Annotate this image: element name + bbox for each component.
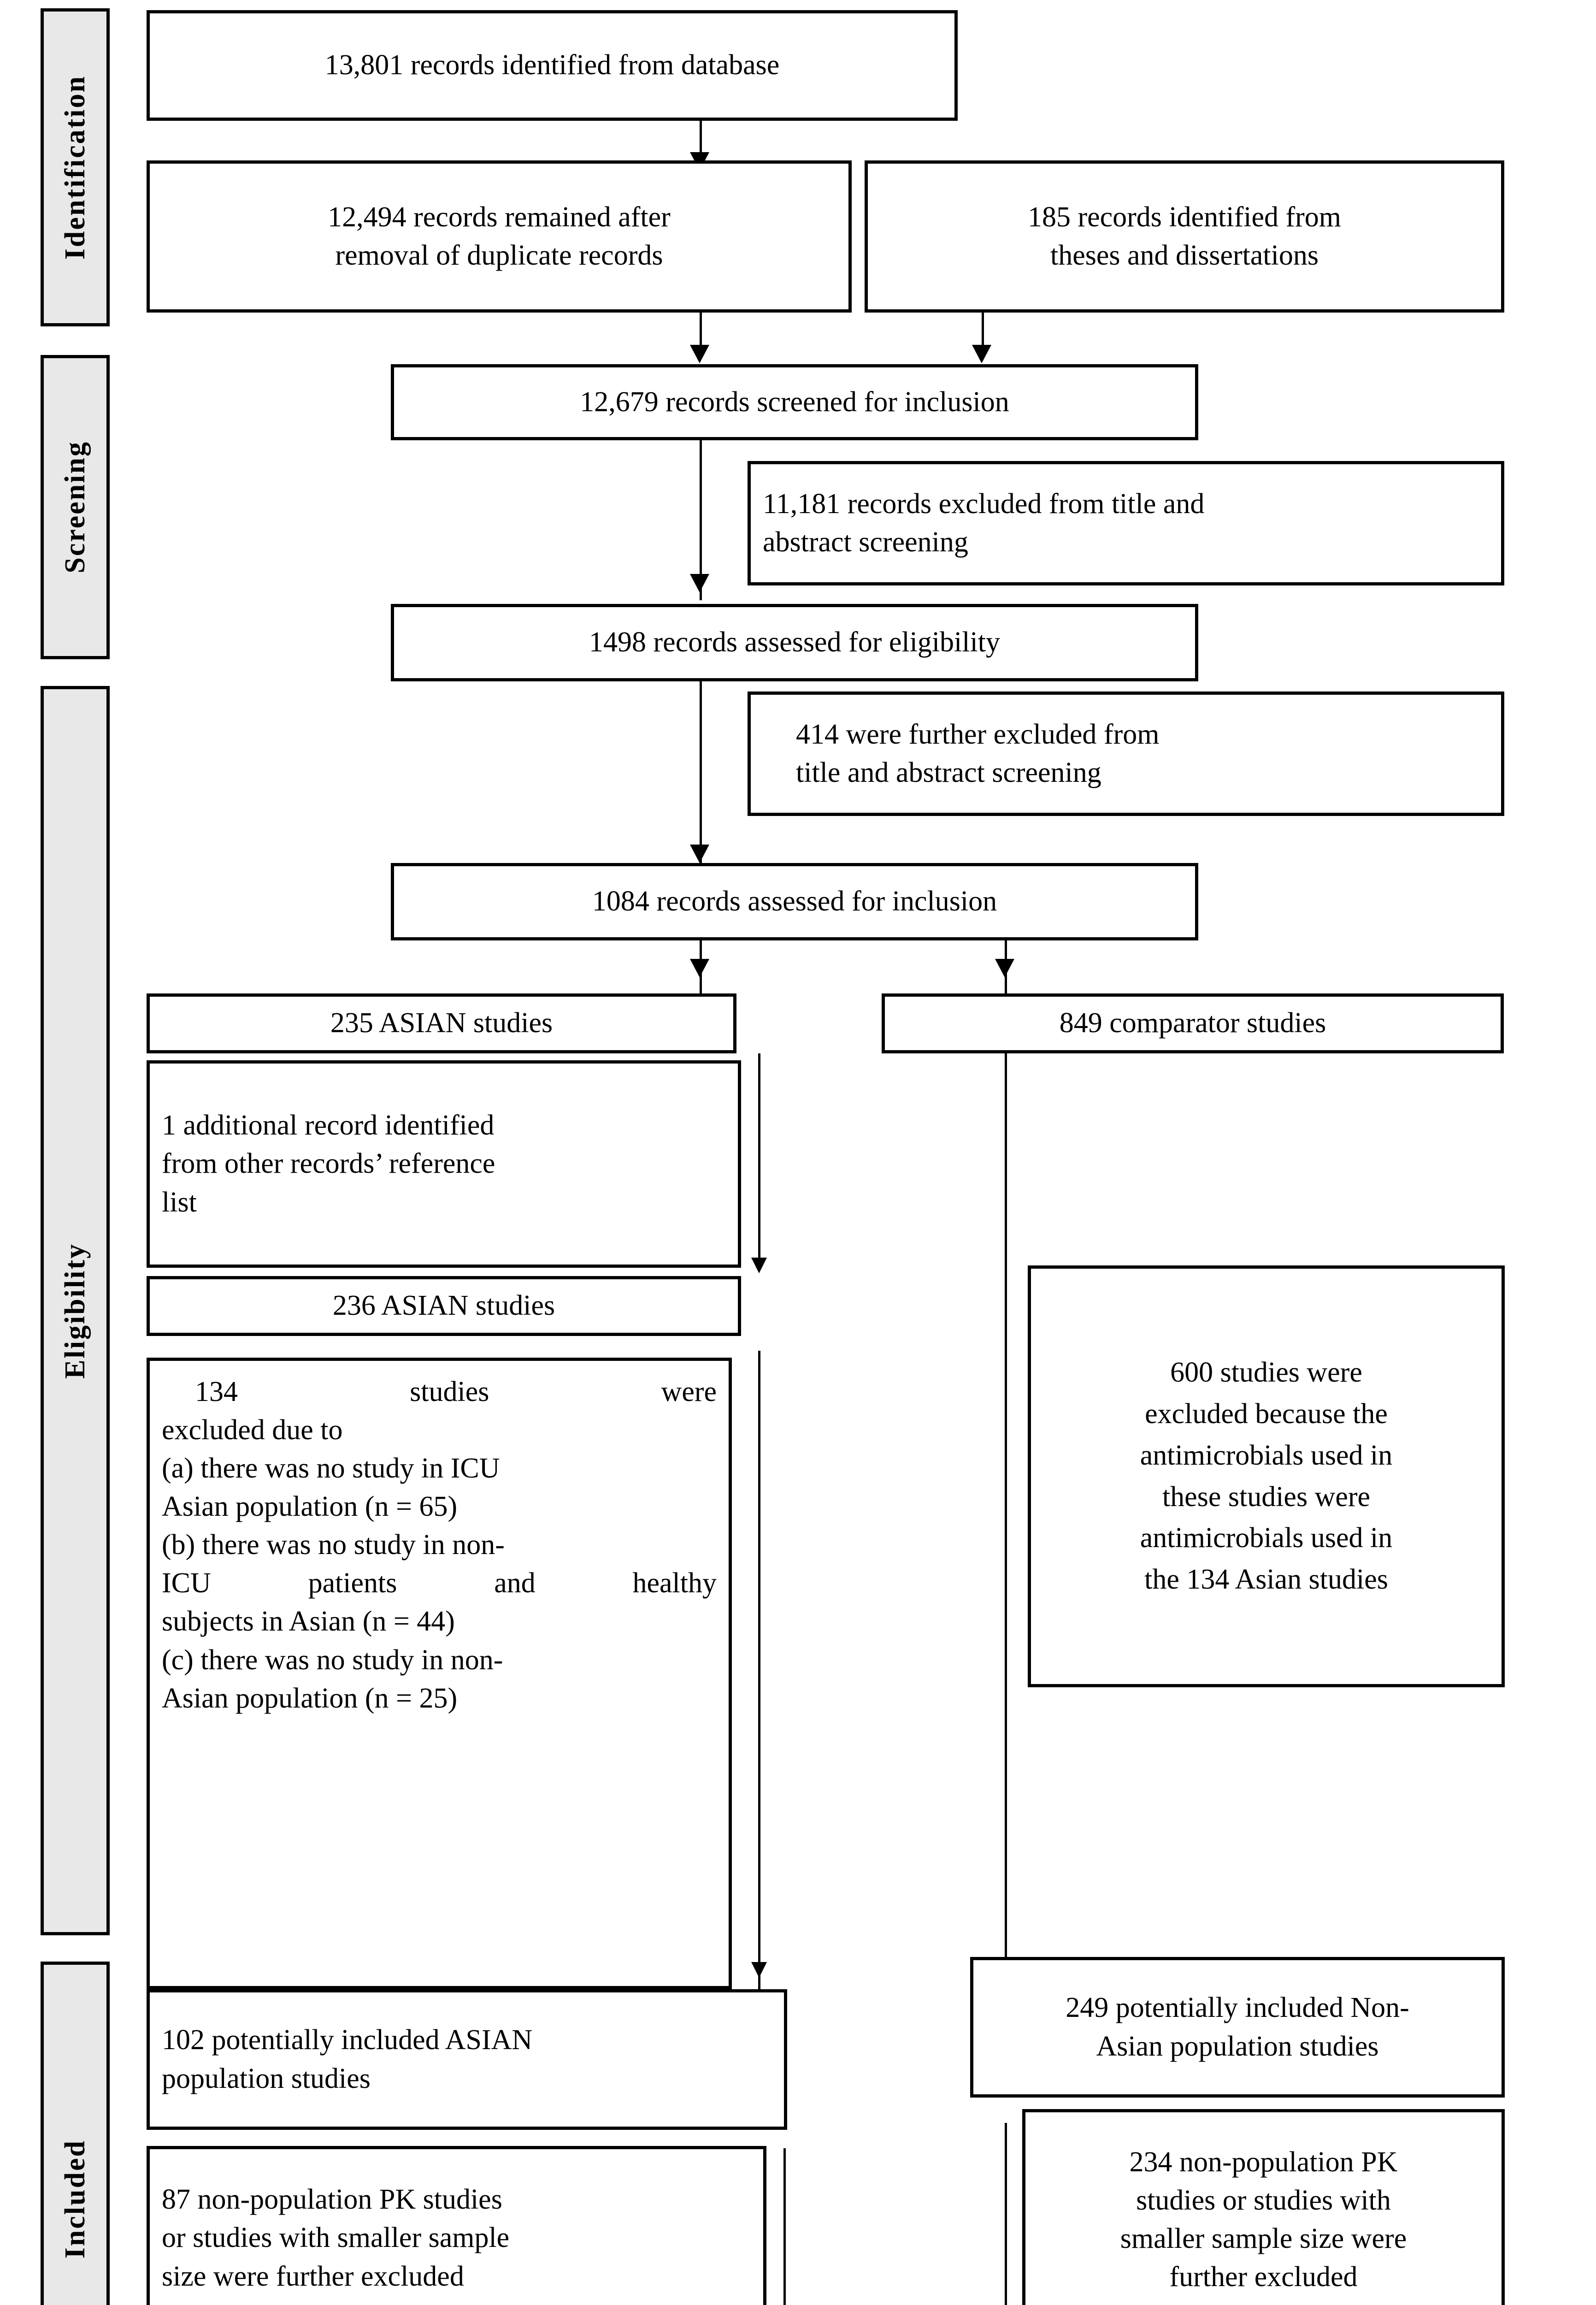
box-excluded-134: 134 studies were excluded due to (a) the… [147, 1358, 732, 1989]
box-potential-nonasian-249: 249 potentially included Non- Asian popu… [970, 1957, 1505, 2098]
line-2: from other records’ reference [162, 1148, 495, 1180]
box-records-theses: 185 records identified from theses and d… [865, 160, 1504, 313]
connector-identified-to-dedup [700, 119, 702, 160]
box-records-identified: 13,801 records identified from database [147, 10, 958, 121]
line-1: 11,181 records excluded from title and [763, 488, 1205, 520]
line-2: studies or studies with [1136, 2184, 1391, 2216]
line-6: ICU patients and healthy [162, 1567, 717, 1599]
box-records-after-duplicates: 12,494 records remained after removal of… [147, 160, 852, 313]
arrowhead-screened-to-eligibility [690, 574, 709, 592]
connector-dedup-to-screened [700, 313, 702, 359]
box-additional-record: 1 additional record identified from othe… [147, 1060, 741, 1268]
connector-potential102-to-final15 [783, 2148, 786, 2305]
stage-band-identification: Identification [41, 8, 110, 326]
box-records-eligibility-text: 1498 records assessed for eligibility [589, 626, 1000, 658]
line-4: Asian population (n = 65) [162, 1491, 458, 1523]
line-1: 87 non-population PK studies [162, 2184, 502, 2216]
arrowhead-theses-to-screened [972, 345, 991, 363]
box-asian-235-text: 235 ASIAN studies [330, 1007, 553, 1039]
stage-band-screening: Screening [41, 355, 110, 659]
line-3: size were further excluded [162, 2260, 464, 2292]
box-comparator-849-text: 849 comparator studies [1059, 1007, 1326, 1039]
box-excluded-title-abstract: 11,181 records excluded from title and a… [748, 461, 1504, 585]
line-2: abstract screening [763, 526, 968, 558]
line-2: Asian population studies [1096, 2030, 1379, 2062]
line-1: 1 additional record identified [162, 1110, 495, 1141]
line-3: (a) there was no study in ICU [162, 1453, 500, 1484]
box-excluded-234: 234 non-population PK studies or studies… [1022, 2109, 1505, 2305]
box-potential-asian-102-text: 102 potentially included ASIAN populatio… [162, 2021, 772, 2098]
box-records-screened-text: 12,679 records screened for inclusion [580, 386, 1009, 418]
line-1: 600 studies were [1170, 1356, 1362, 1388]
box-comparator-849: 849 comparator studies [882, 993, 1504, 1053]
line-3: list [162, 1186, 197, 1218]
box-excluded-87-text: 87 non-population PK studies or studies … [162, 2181, 751, 2295]
box-excluded-87: 87 non-population PK studies or studies … [147, 2146, 766, 2305]
box-additional-record-text: 1 additional record identified from othe… [162, 1106, 726, 1221]
connector-theses-to-screened [982, 313, 984, 359]
box-records-inclusion-text: 1084 records assessed for inclusion [592, 886, 997, 917]
box-records-inclusion: 1084 records assessed for inclusion [391, 863, 1198, 940]
line-3: smaller sample size were [1120, 2223, 1407, 2254]
line-1: 249 potentially included Non- [1066, 1992, 1409, 2024]
line-2: removal of duplicate records [335, 240, 663, 271]
connector-screened-to-eligibility [700, 439, 702, 600]
connector-potential249-to-final15 [1005, 2123, 1007, 2305]
stage-label-included: Included [59, 2139, 91, 2259]
line-4: further excluded [1169, 2261, 1358, 2293]
box-potential-nonasian-249-text: 249 potentially included Non- Asian popu… [985, 1989, 1490, 2065]
line-2: population studies [162, 2063, 371, 2094]
line-1: 134 studies were [195, 1376, 717, 1407]
box-excluded-further: 414 were further excluded from title and… [748, 692, 1504, 816]
stage-band-eligibility: Eligibility [41, 686, 110, 1935]
line-1: 102 potentially included ASIAN [162, 2024, 533, 2056]
box-excluded-600: 600 studies were excluded because the an… [1028, 1265, 1505, 1687]
box-records-after-duplicates-text: 12,494 records remained after removal of… [162, 198, 836, 275]
box-excluded-234-text: 234 non-population PK studies or studies… [1037, 2143, 1490, 2296]
stage-label-screening: Screening [59, 441, 91, 573]
line-1: 414 were further excluded from [796, 718, 1160, 750]
box-asian-235: 235 ASIAN studies [147, 993, 736, 1053]
line-6: the 134 Asian studies [1144, 1564, 1388, 1596]
line-5: antimicrobials used in [1140, 1522, 1393, 1554]
connector-eligibility-to-inclusion [700, 681, 702, 870]
stage-label-eligibility: Eligibility [59, 1242, 91, 1379]
box-potential-asian-102: 102 potentially included ASIAN populatio… [147, 1989, 787, 2130]
stage-band-included: Included [41, 1962, 110, 2305]
connector-asian236-to-potential102 [758, 1351, 760, 1992]
box-asian-236: 236 ASIAN studies [147, 1276, 741, 1336]
box-records-eligibility: 1498 records assessed for eligibility [391, 604, 1198, 681]
line-4: these studies were [1162, 1481, 1371, 1513]
line-8: (c) there was no study in non- [162, 1644, 503, 1676]
box-records-theses-text: 185 records identified from theses and d… [880, 198, 1489, 275]
line-2: excluded because the [1145, 1398, 1388, 1430]
arrowhead-inclusion-to-asian [690, 959, 709, 977]
arrowhead-dedup-to-screened [690, 345, 709, 363]
box-records-screened: 12,679 records screened for inclusion [391, 364, 1198, 440]
line-3: antimicrobials used in [1140, 1439, 1393, 1471]
line-7: subjects in Asian (n = 44) [162, 1606, 455, 1637]
box-asian-236-text: 236 ASIAN studies [332, 1290, 555, 1322]
arrowhead-asian236-to-potential102 [751, 1962, 767, 1978]
line-1: 185 records identified from [1027, 201, 1342, 233]
line-5: (b) there was no study in non- [162, 1529, 505, 1561]
box-excluded-title-abstract-text: 11,181 records excluded from title and a… [763, 485, 1489, 561]
line-2: title and abstract screening [796, 757, 1101, 788]
line-2: excluded due to [162, 1414, 343, 1446]
line-2: theses and dissertations [1050, 240, 1319, 271]
box-excluded-further-text: 414 were further excluded from title and… [763, 715, 1489, 792]
box-excluded-134-text: 134 studies were excluded due to (a) the… [162, 1373, 717, 1718]
box-excluded-600-text: 600 studies were excluded because the an… [1043, 1352, 1490, 1601]
connector-asian235-to-asian236 [758, 1053, 760, 1270]
line-9: Asian population (n = 25) [162, 1682, 458, 1714]
box-records-identified-text: 13,801 records identified from database [324, 49, 780, 81]
line-2: or studies with smaller sample [162, 2222, 510, 2254]
connector-comparator-to-potential249 [1005, 1053, 1007, 1989]
line-1: 12,494 records remained after [328, 201, 671, 233]
arrowhead-eligibility-to-inclusion [690, 845, 709, 863]
stage-label-identification: Identification [59, 75, 91, 260]
arrowhead-inclusion-to-comparator [995, 959, 1014, 977]
arrowhead-asian235-to-asian236 [751, 1258, 767, 1273]
line-1: 234 non-population PK [1129, 2146, 1398, 2178]
